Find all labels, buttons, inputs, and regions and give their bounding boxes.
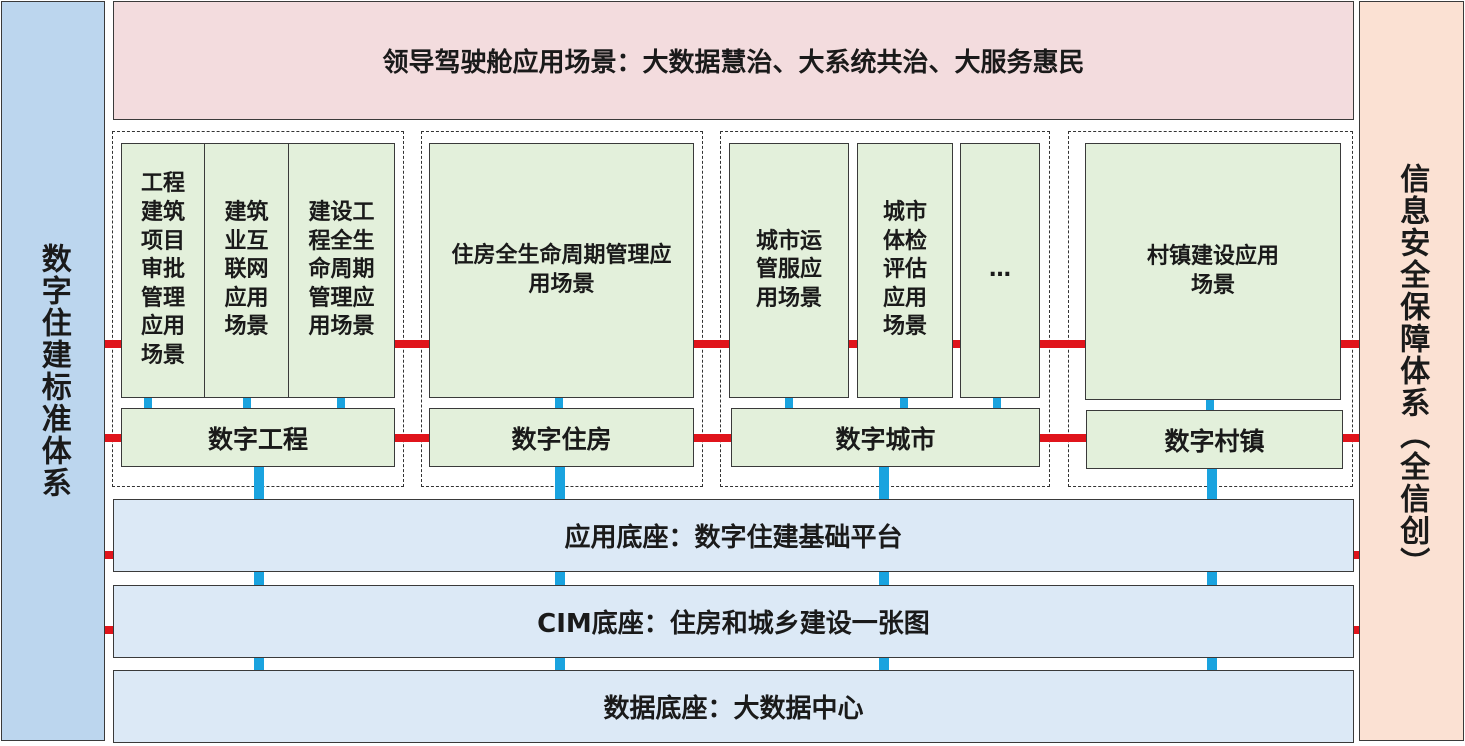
blue-connector [993, 397, 1001, 409]
scenario-label: 工程建筑项目审批管理应用场景 [140, 171, 185, 368]
scenario-label: 城市体检评估应用场景 [882, 200, 927, 340]
red-connector [105, 626, 114, 634]
blue-connector [900, 397, 908, 409]
scenario-label: 村镇建设应用场景 [1146, 243, 1279, 298]
red-connector [105, 551, 114, 559]
blue-connector [254, 657, 264, 671]
application-base-label: 应用底座：数字住建基础平台 [564, 523, 903, 553]
blue-connector [785, 397, 793, 409]
blue-connector [1206, 399, 1214, 411]
scenario-city-operation: 城市运管服应用场景 [729, 143, 849, 398]
red-connector [395, 434, 430, 442]
blue-connector [1207, 572, 1217, 586]
blue-connector [879, 467, 889, 499]
scenario-construction-internet: 建筑业互联网应用场景 [204, 143, 289, 398]
standards-system-pillar: 数字住建标准体系 [1, 1, 105, 741]
red-connector [952, 340, 961, 348]
security-system-label: 信息安全保障体系（全信创） [1394, 163, 1430, 579]
cim-base-label: CIM底座：住房和城乡建设一张图 [537, 609, 930, 639]
scenario-city-examination: 城市体检评估应用场景 [857, 143, 953, 398]
scenario-housing-lifecycle: 住房全生命周期管理应用场景 [429, 143, 694, 398]
blue-connector [555, 467, 565, 499]
blue-connector [254, 467, 264, 499]
data-base-label: 数据底座：大数据中心 [603, 694, 864, 724]
blue-connector [1207, 469, 1217, 499]
scenario-project-approval: 工程建筑项目审批管理应用场景 [121, 143, 205, 398]
red-connector [1039, 434, 1087, 442]
module-label: 数字村镇 [1164, 426, 1265, 456]
module-label: 数字住房 [511, 424, 612, 454]
red-connector [105, 340, 121, 348]
red-connector [693, 340, 730, 348]
module-label: 数字城市 [835, 424, 936, 454]
leadership-cockpit-banner: 领导驾驶舱应用场景：大数据慧治、大系统共治、大服务惠民 [113, 1, 1354, 120]
module-digital-city: 数字城市 [731, 408, 1040, 467]
blue-connector [879, 657, 889, 671]
red-connector [1340, 340, 1359, 348]
red-connector [1039, 340, 1086, 348]
security-system-pillar: 信息安全保障体系（全信创） [1359, 1, 1464, 741]
blue-connector [337, 397, 345, 409]
leadership-cockpit-label: 领导驾驶舱应用场景：大数据慧治、大系统共治、大服务惠民 [382, 48, 1085, 78]
module-digital-village: 数字村镇 [1086, 410, 1343, 469]
blue-connector [144, 397, 152, 409]
scenario-more: … [960, 143, 1040, 398]
application-base-layer: 应用底座：数字住建基础平台 [113, 499, 1354, 572]
blue-connector [254, 572, 264, 586]
blue-connector [243, 397, 251, 409]
scenario-label: 建筑业互联网应用场景 [224, 200, 269, 340]
cim-base-layer: CIM底座：住房和城乡建设一张图 [113, 585, 1354, 658]
red-connector [1353, 626, 1359, 634]
red-connector [1342, 434, 1359, 442]
scenario-label: … [989, 257, 1011, 283]
blue-connector [879, 572, 889, 586]
module-digital-housing: 数字住房 [429, 408, 694, 467]
scenario-label: 建设工程全生命周期管理应用场景 [308, 200, 375, 340]
scenario-label: 城市运管服应用场景 [755, 228, 822, 311]
red-connector [395, 340, 430, 348]
standards-system-label: 数字住建标准体系 [35, 243, 71, 499]
scenario-village-construction: 村镇建设应用场景 [1085, 143, 1341, 400]
blue-connector [1207, 657, 1217, 671]
blue-connector [555, 572, 565, 586]
data-base-layer: 数据底座：大数据中心 [113, 670, 1354, 743]
red-connector [105, 434, 121, 442]
red-connector [693, 434, 732, 442]
module-digital-engineering: 数字工程 [121, 408, 395, 467]
blue-connector [555, 397, 563, 409]
scenario-label: 住房全生命周期管理应用场景 [451, 242, 672, 297]
red-connector [1353, 551, 1359, 559]
scenario-construction-lifecycle: 建设工程全生命周期管理应用场景 [288, 143, 395, 398]
red-connector [848, 340, 858, 348]
blue-connector [555, 657, 565, 671]
module-label: 数字工程 [207, 424, 308, 454]
